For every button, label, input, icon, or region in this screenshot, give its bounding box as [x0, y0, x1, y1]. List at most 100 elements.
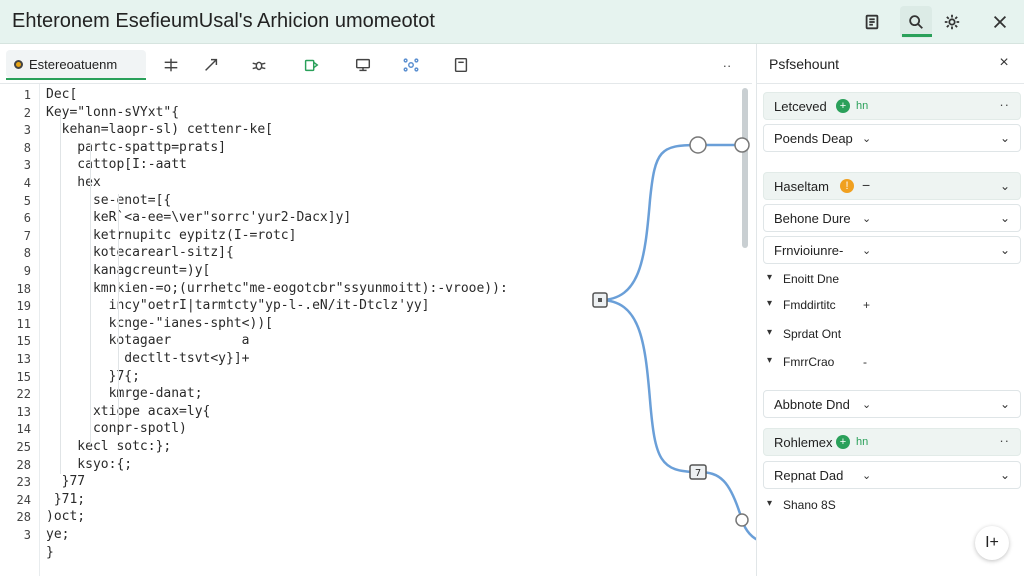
line-number: 15: [16, 334, 31, 349]
more-menu-button[interactable]: ··: [999, 97, 1010, 112]
line-number: 8: [23, 246, 31, 261]
code-line[interactable]: }7{;: [46, 368, 140, 384]
code-line[interactable]: keR`<a-ee=\ver"sorrc'yur2-Dacx]y]: [46, 210, 352, 226]
line-number: 3: [23, 123, 31, 138]
panel-subitem[interactable]: ▾FmrrCrao-: [767, 353, 867, 375]
chevron-down-icon[interactable]: ⌄: [999, 179, 1010, 193]
panel-section-header[interactable]: Rohlemex+hn··: [763, 428, 1021, 456]
line-number: 18: [16, 281, 31, 296]
line-number: 5: [23, 193, 31, 208]
chevron-down-icon[interactable]: ⌄: [999, 243, 1010, 257]
code-line[interactable]: xtiope acax=ly{: [46, 403, 211, 419]
code-line[interactable]: kotagaer a: [46, 333, 250, 349]
chevron-down-icon[interactable]: ⌄: [999, 131, 1010, 145]
panel-section-header[interactable]: Letceved+hn··: [763, 92, 1021, 120]
code-line[interactable]: kmrge-danat;: [46, 386, 203, 402]
panel-section-header[interactable]: Haseltam!−⌄: [763, 172, 1021, 200]
run-icon[interactable]: [300, 54, 322, 76]
more-menu-button[interactable]: ··: [722, 57, 732, 73]
code-line[interactable]: ketrnupitc eypitz(I-=rotc]: [46, 227, 297, 243]
line-number: 22: [16, 387, 31, 402]
dropdown-icon[interactable]: ⌄: [862, 399, 872, 411]
code-line[interactable]: kcnge-"ianes-spht<))[: [46, 315, 273, 331]
code-line[interactable]: incy"oetrI|tarmtcty"yp-l-.eN/it-Dtclz'yy…: [46, 298, 430, 314]
dropdown-icon[interactable]: ⌄: [862, 245, 872, 257]
caret-icon: ▾: [767, 498, 773, 509]
panel-row-label: Abbnote Dnd: [774, 397, 850, 412]
code-line[interactable]: Key="lonn-sVYxt"{: [46, 104, 180, 120]
code-line[interactable]: cattop[I:-aatt: [46, 157, 187, 173]
panel-field[interactable]: Abbnote Dnd ⌄ ⌄: [763, 390, 1021, 418]
search-icon[interactable]: [900, 6, 932, 38]
panel-subitem-label: Enoitt Dne: [783, 272, 840, 286]
caret-icon: ▾: [767, 355, 773, 366]
line-number: 24: [16, 492, 31, 507]
file-tab[interactable]: Estereoatuenm: [6, 50, 146, 80]
network-icon[interactable]: [400, 54, 422, 76]
panel-field[interactable]: Frnvioiunre-⌄⌄: [763, 236, 1021, 264]
code-line[interactable]: Dec[: [46, 87, 78, 102]
editor-scrollbar[interactable]: [742, 88, 748, 248]
warning-icon[interactable]: !: [840, 179, 854, 193]
panel-header: Psfsehount ×: [757, 44, 1024, 84]
dropdown-icon[interactable]: ⌄: [862, 213, 872, 225]
file-status-icon: [14, 59, 23, 69]
panel-subitem[interactable]: ▾Fmddirtitc+: [767, 296, 871, 318]
bug-icon[interactable]: [248, 54, 270, 76]
indent-guide: [118, 194, 119, 424]
line-number: 9: [23, 264, 31, 278]
code-line[interactable]: kmnkien-=o;(urrhetc"me-eogotcbr"ssyunmoi…: [46, 280, 508, 296]
close-icon[interactable]: [984, 6, 1016, 38]
properties-panel: Psfsehount × Letceved+hn··Poends Deap⌄⌄H…: [756, 44, 1024, 576]
code-line[interactable]: }71;: [46, 491, 86, 507]
caret-icon: ▾: [767, 298, 773, 309]
monitor-icon[interactable]: [352, 54, 374, 76]
code-line[interactable]: kotecarearl-sitz]{: [46, 245, 234, 261]
chevron-down-icon[interactable]: ⌄: [999, 211, 1010, 225]
chevron-down-icon[interactable]: ⌄: [999, 468, 1010, 482]
code-line[interactable]: conpr-spotl): [46, 421, 187, 437]
panel-subitem[interactable]: ▾ Enoitt Dne: [767, 270, 867, 292]
code-line[interactable]: partc-spattp=prats]: [46, 139, 227, 155]
panel-field[interactable]: Behone Dure ⌄ ⌄: [763, 204, 1021, 232]
save-icon[interactable]: [450, 54, 472, 76]
panel-subitem-action[interactable]: +: [863, 298, 871, 312]
panel-title: Psfsehount: [769, 56, 840, 72]
caret-icon: ▾: [767, 272, 773, 283]
file-tab-label: Estereoatuenm: [29, 56, 118, 72]
code-line[interactable]: se-enot=[{: [46, 192, 172, 208]
line-number: 3: [23, 158, 31, 173]
add-icon[interactable]: +: [836, 435, 850, 449]
close-icon[interactable]: ×: [999, 54, 1009, 71]
document-icon[interactable]: [856, 6, 888, 38]
code-line[interactable]: kanagcreunt=)y[: [46, 263, 211, 278]
code-line[interactable]: )oct;: [46, 509, 86, 525]
panel-row-label: Rohlemex: [774, 435, 833, 450]
expand-icon[interactable]: [200, 54, 222, 76]
more-menu-button[interactable]: ··: [999, 433, 1010, 448]
panel-subitem-action[interactable]: -: [863, 355, 867, 369]
panel-field[interactable]: Poends Deap⌄⌄: [763, 124, 1021, 152]
panel-row-label: Behone Dure: [774, 211, 851, 226]
code-line-end: }: [46, 544, 54, 560]
code-line[interactable]: kehan=laopr-sl) cettenr-ke[: [46, 122, 273, 138]
panel-subitem[interactable]: ▾Sprdat Ont: [767, 325, 867, 347]
code-line[interactable]: ksyo:{;: [46, 456, 133, 472]
chevron-down-icon[interactable]: ⌄: [999, 397, 1010, 411]
code-line[interactable]: hex: [46, 175, 101, 190]
panel-subitem[interactable]: ▾Shano 8S: [767, 496, 867, 518]
dropdown-icon[interactable]: ⌄: [862, 470, 872, 482]
grid-icon[interactable]: [160, 54, 182, 76]
gear-icon[interactable]: [936, 6, 968, 38]
add-icon[interactable]: +: [836, 99, 850, 113]
line-number: 1: [23, 88, 31, 102]
code-line[interactable]: kecl sotc:};: [46, 439, 172, 454]
code-line[interactable]: ye;: [46, 527, 70, 542]
collapse-icon[interactable]: −: [862, 177, 871, 193]
add-node-button[interactable]: I+: [975, 526, 1009, 560]
panel-field[interactable]: Repnat Dad⌄⌄: [763, 461, 1021, 489]
code-line[interactable]: }77: [46, 474, 86, 490]
code-line[interactable]: dectlt-tsvt<y}]+: [46, 351, 250, 366]
dropdown-icon[interactable]: ⌄: [862, 133, 872, 145]
